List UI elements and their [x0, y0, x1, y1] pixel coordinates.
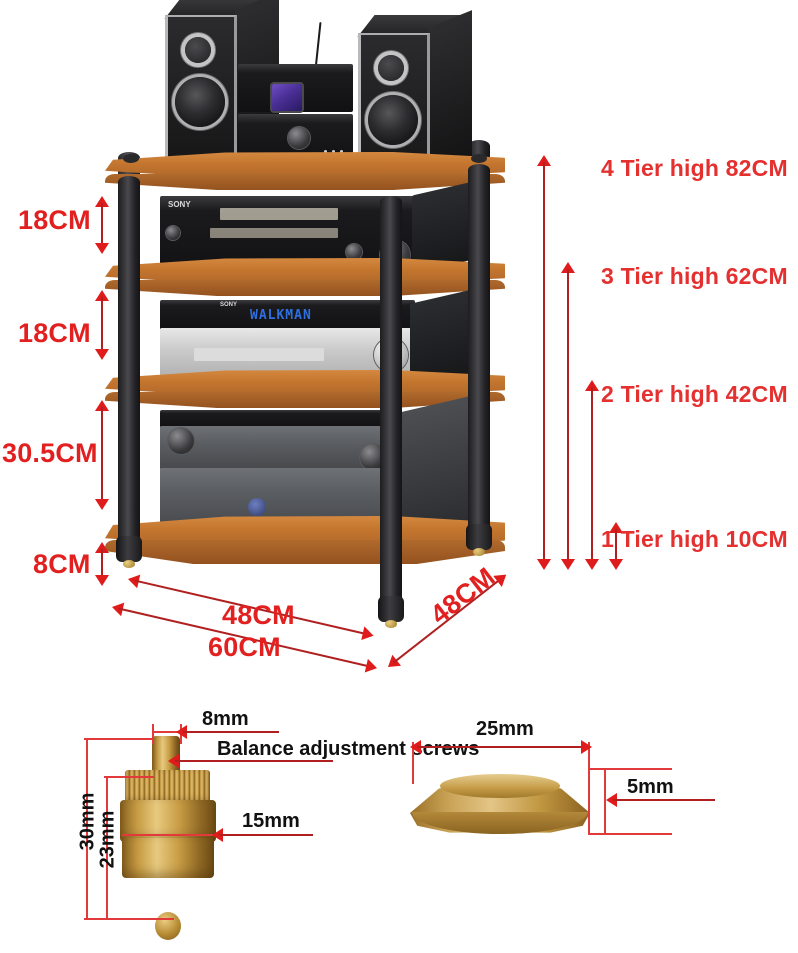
tier-label-2: 2 Tier high 42CM — [601, 381, 788, 407]
tier-arrow-2 — [585, 380, 599, 570]
floor-disc-diameter-arrow — [410, 740, 592, 754]
floor-disc-thickness-line — [604, 768, 606, 834]
spike-total-height-line — [86, 738, 88, 920]
micro-system-led-2 — [332, 150, 335, 153]
shelf-tier-4-surface — [105, 152, 505, 178]
dimension-arrow-gap-tier2 — [95, 400, 109, 510]
spike-thread-tick-left — [152, 724, 154, 744]
dimension-label-gap-tier4: 18CM — [18, 205, 91, 235]
shelf-tier-4-grommet-left — [123, 154, 139, 163]
shelf-tier-4 — [105, 152, 505, 196]
dimension-arrow-gap-tier4 — [95, 196, 109, 254]
spike-body-lower — [122, 838, 214, 878]
shelf-tier-3-surface — [105, 258, 505, 284]
spike-body-height-top-tick — [104, 776, 154, 778]
rack-post-front-right — [468, 164, 490, 534]
power-amp-power-led — [248, 498, 266, 516]
cassette-deck-unit — [160, 300, 415, 330]
rack-foot-right-spike — [473, 548, 485, 556]
speaker-right-tweeter — [378, 55, 404, 81]
dimension-label-gap-tier1: 8CM — [33, 549, 91, 579]
power-amp-unit-top — [160, 426, 398, 470]
floor-disc-thickness-leader — [606, 793, 722, 807]
dimension-arrow-gap-tier1 — [95, 542, 109, 586]
speaker-left-tweeter — [185, 37, 211, 63]
spike-body-height-line — [106, 776, 108, 918]
integrated-amp-display — [194, 348, 324, 361]
shelf-tier-1 — [105, 516, 505, 568]
tier-label-1: 1 Tier high 10CM — [601, 526, 788, 552]
floor-disc-diameter-tick-right — [588, 742, 590, 834]
tier-arrow-3 — [561, 262, 575, 570]
micro-system-led-3 — [340, 150, 343, 153]
tier-label-3: 3 Tier high 62CM — [601, 263, 788, 289]
cassette-deck-brand-label: SONY — [220, 302, 238, 308]
spike-thread-leader — [176, 725, 286, 739]
floor-disc-rim — [412, 812, 588, 834]
floor-disc-top-face — [440, 774, 560, 798]
spike-body-diameter-label: 15mm — [242, 810, 300, 832]
dimension-label-gap-tier2: 30.5CM — [2, 438, 98, 468]
tier-arrow-1 — [609, 522, 623, 570]
speaker-right-woofer — [368, 95, 418, 145]
spike-body-diameter-leader — [212, 828, 320, 842]
spike-thread-span — [152, 731, 182, 733]
shelf-tier-2 — [105, 370, 505, 414]
receiver-selector-knob — [346, 244, 362, 260]
spike-lock-nut — [125, 770, 210, 805]
floor-disc-thickness-top-tick — [588, 768, 672, 770]
spike-caption-leader — [168, 754, 340, 768]
rack-foot-left — [116, 536, 142, 562]
receiver-display-strip — [220, 208, 338, 220]
dimension-label-depth-front: 48CM — [222, 600, 295, 630]
floor-disc-diameter-tick-left — [412, 742, 414, 784]
floor-disc-thickness-label: 5mm — [627, 776, 674, 798]
cassette-deck-model-label: WALKMAN — [250, 308, 312, 323]
receiver-left-knob — [166, 226, 180, 240]
shelf-tier-2-edge — [105, 392, 505, 408]
shelf-tier-3-edge — [105, 280, 505, 296]
speaker-left — [164, 0, 279, 167]
spike-ball-tip — [155, 912, 181, 940]
micro-system-led-1 — [324, 150, 327, 153]
micro-system-display — [272, 84, 302, 111]
shelf-tier-2-surface — [105, 370, 505, 396]
spike-body-height-label: 23mm — [96, 810, 119, 869]
rack-foot-right — [466, 524, 492, 550]
rack-foot-left-spike — [123, 560, 135, 568]
receiver-display-strip-2 — [210, 228, 338, 238]
tier-label-4: 4 Tier high 82CM — [601, 155, 788, 181]
shelf-tier-4-edge — [105, 174, 505, 190]
dimension-arrow-gap-tier3 — [95, 290, 109, 360]
av-rack-illustration: SONY WALKMAN SONY — [60, 0, 580, 700]
spike-total-height-top-tick — [84, 738, 154, 740]
tuner-unit — [160, 410, 398, 428]
speaker-left-woofer — [175, 77, 225, 127]
dimension-label-width-front: 60CM — [208, 632, 281, 662]
dimension-label-gap-tier3: 18CM — [18, 318, 91, 348]
spike-body-diameter-line — [122, 834, 218, 836]
shelf-tier-1-edge — [105, 540, 505, 564]
shelf-tier-3 — [105, 258, 505, 302]
rack-foot-front — [378, 596, 404, 622]
spike-body-upper — [120, 800, 216, 842]
power-amp-top-knob-left — [168, 428, 194, 454]
spike-thread-diameter-label: 8mm — [202, 708, 249, 730]
rack-post-front-left — [118, 176, 140, 546]
tier-arrow-4 — [537, 155, 551, 570]
floor-disc-thickness-bottom-tick — [588, 833, 672, 835]
brass-hardware-detail-panel: 8mm Balance adjustment screws 15mm 30mm … — [0, 700, 798, 953]
spike-total-height-bottom-tick — [84, 918, 174, 920]
system-antenna — [314, 22, 322, 70]
rack-foot-front-spike — [385, 620, 397, 628]
receiver-brand-label: SONY — [168, 200, 191, 209]
shelf-tier-4-grommet-right — [471, 154, 487, 163]
micro-system-jog-dial — [288, 127, 310, 149]
floor-disc-diameter-label: 25mm — [476, 718, 534, 740]
rack-post-mid-right — [380, 196, 402, 606]
